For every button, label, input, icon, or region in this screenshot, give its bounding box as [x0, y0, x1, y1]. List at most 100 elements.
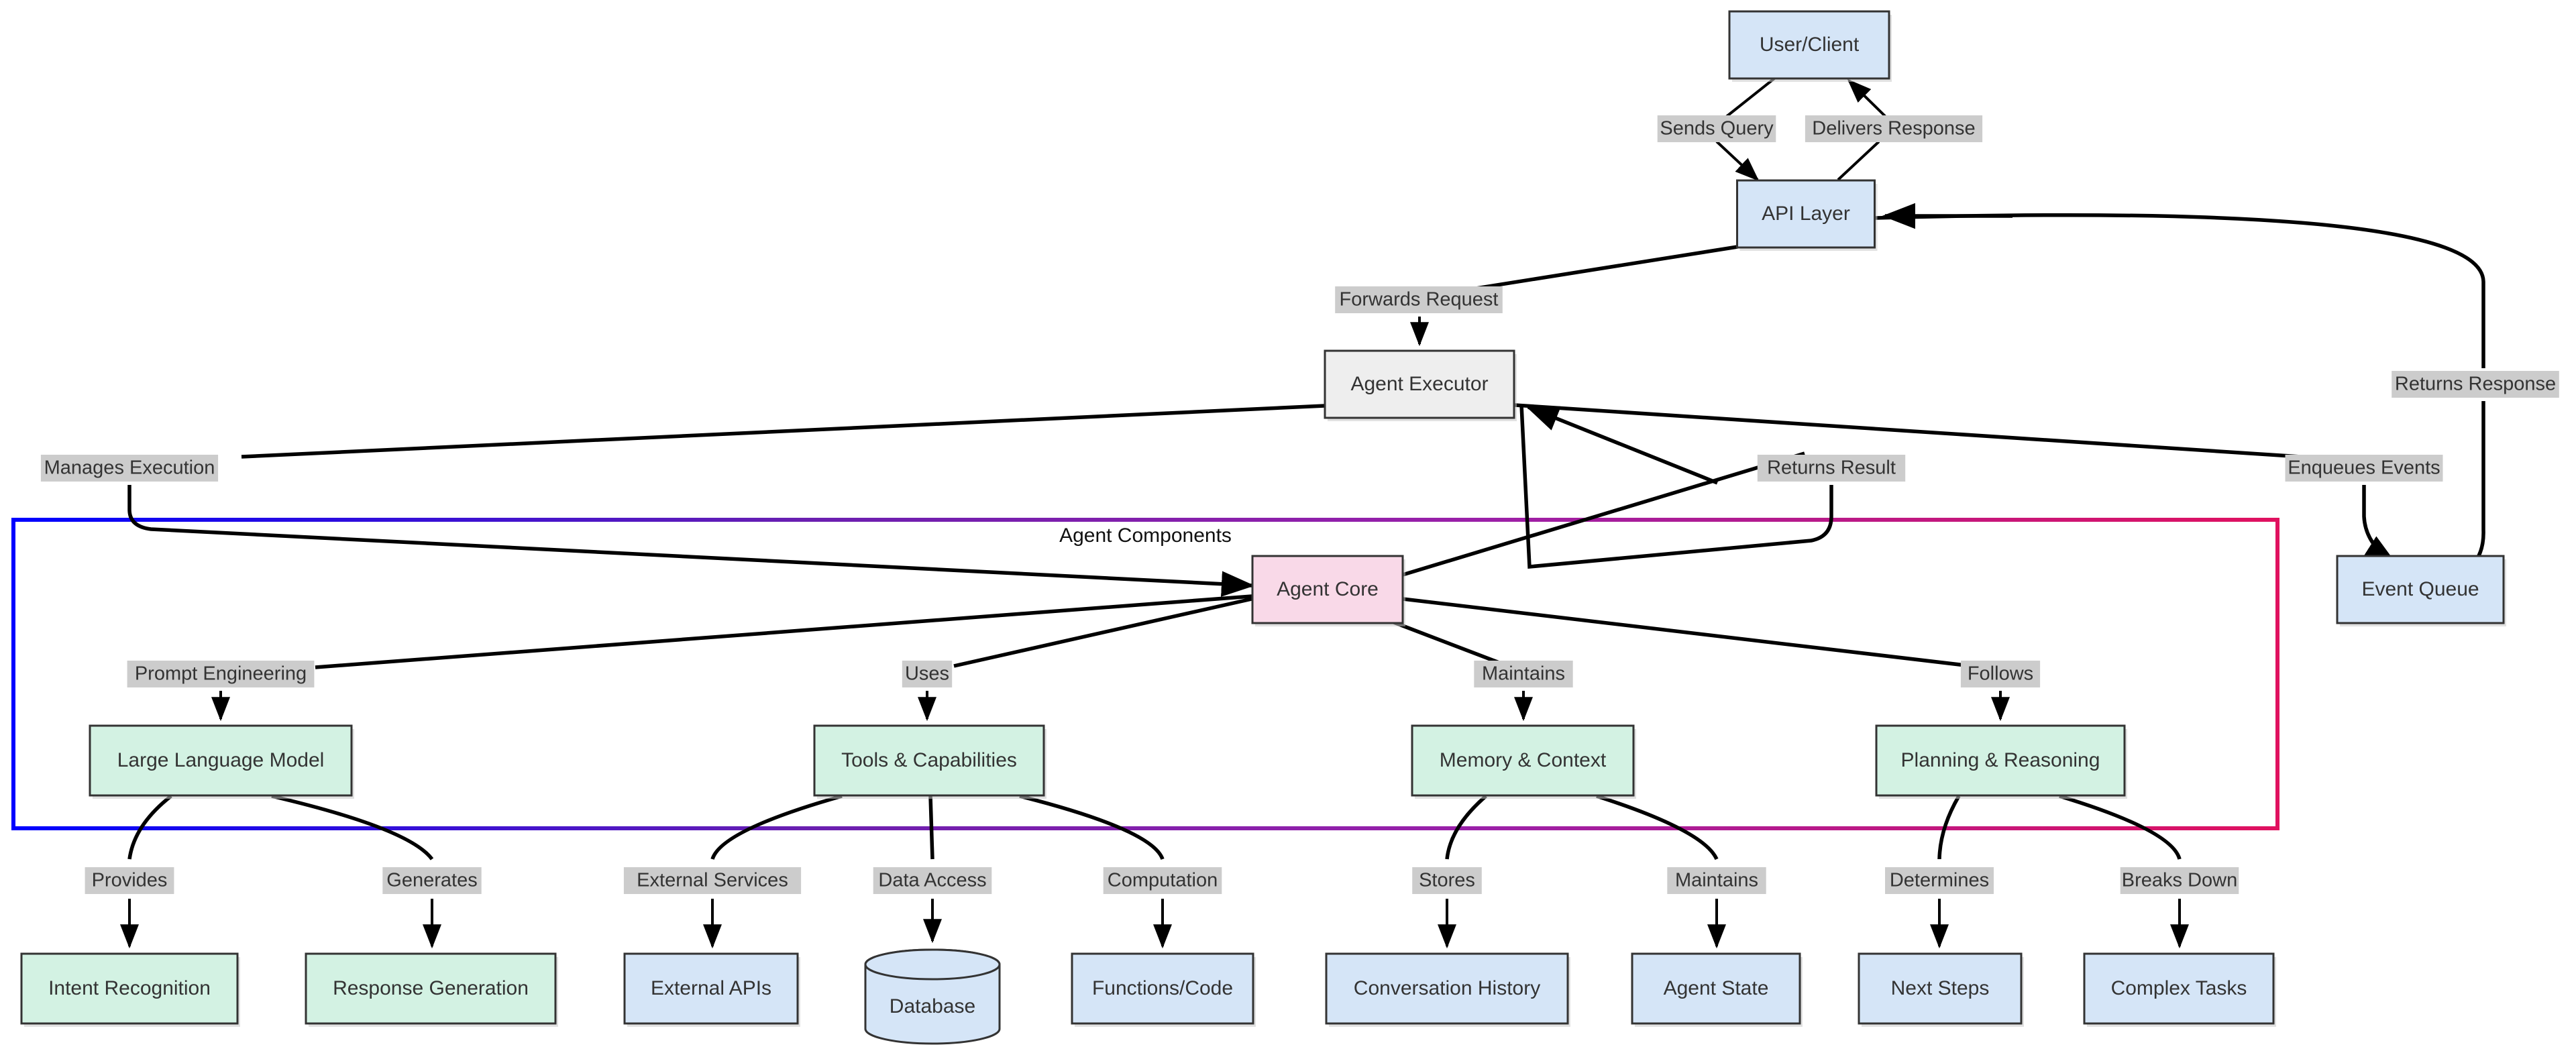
edge-label-core-to-tools: Uses: [902, 661, 953, 687]
edge-executor-to-core-leg2: [127, 485, 1255, 597]
node-nextsteps[interactable]: Next Steps: [1858, 952, 2024, 1027]
edge-tools-to-functions-leg1: [1019, 794, 1165, 860]
edge-core-to-executor-leg2: [1519, 404, 1833, 569]
edge-label-background: [1657, 115, 1776, 142]
node-queue[interactable]: Event Queue: [2336, 555, 2506, 626]
edge-label-executor-to-queue: Enqueues Events: [2285, 455, 2443, 482]
edge-label-background: [2120, 867, 2239, 894]
edge-label-background: [1474, 661, 1573, 687]
edge-label-background: [2392, 371, 2559, 398]
node-complextasks[interactable]: Complex Tasks: [2083, 952, 2276, 1027]
edge-label-tools-to-database: Data Access: [873, 867, 992, 894]
node-box[interactable]: [1858, 952, 2023, 1025]
node-box[interactable]: [813, 724, 1045, 797]
edge-label-core-to-memory: Maintains: [1474, 661, 1573, 687]
edge-tools-to-database-leg1: [928, 795, 934, 860]
edge-label-background: [623, 867, 802, 894]
node-convhistory[interactable]: Conversation History: [1325, 952, 1570, 1027]
edge-label-api-to-executor: Forwards Request: [1335, 286, 1503, 313]
node-box[interactable]: [1325, 952, 1569, 1025]
edge-label-llm-to-respgen: Generates: [382, 867, 482, 894]
database-cylinder-lid: [864, 948, 1001, 981]
node-box[interactable]: [623, 952, 799, 1025]
edge-label-tools-to-extapi: External Services: [623, 867, 802, 894]
edge-label-background: [127, 661, 315, 687]
edge-label-api-to-user: Delivers Response: [1805, 115, 1983, 142]
edge-label-background: [873, 867, 992, 894]
node-extapi[interactable]: External APIs: [623, 952, 800, 1027]
node-intent[interactable]: Intent Recognition: [20, 952, 240, 1027]
edge-label-background: [1960, 661, 2041, 687]
edge-label-user-to-api: Sends Query: [1657, 115, 1776, 142]
node-box[interactable]: [1324, 349, 1515, 419]
node-box[interactable]: [1736, 179, 1876, 249]
edge-planning-to-nextsteps-leg1: [1937, 795, 1961, 860]
edge-core-to-llm-leg1: [315, 594, 1252, 669]
edge-label-background: [902, 661, 953, 687]
edge-llm-to-intent-leg1: [127, 794, 172, 860]
edge-label-background: [85, 867, 174, 894]
edge-executor-to-queue-leg1: [1514, 403, 2302, 459]
edge-core-to-memory-leg1: [1388, 618, 1503, 666]
edge-label-core-to-executor: Returns Result: [1757, 455, 1906, 482]
edge-queue-to-api-leg2: [2451, 401, 2485, 579]
edge-label-background: [1412, 867, 1482, 894]
edge-label-background: [2285, 455, 2443, 482]
edge-label-executor-to-core: Manages Execution: [40, 455, 219, 482]
node-box[interactable]: [1411, 724, 1635, 797]
edge-label-llm-to-intent: Provides: [85, 867, 174, 894]
edge-label-background: [1757, 455, 1906, 482]
node-box[interactable]: [1728, 10, 1890, 80]
node-box[interactable]: [2336, 555, 2505, 624]
edge-label-planning-to-nextsteps: Determines: [1885, 867, 1994, 894]
edge-planning-to-complextasks-leg1: [2059, 794, 2182, 860]
node-core[interactable]: Agent Core: [1251, 555, 1405, 626]
edge-llm-to-respgen-leg1: [271, 794, 434, 860]
edge-label-background: [1103, 867, 1222, 894]
node-executor[interactable]: Agent Executor: [1324, 349, 1517, 421]
node-box[interactable]: [305, 952, 557, 1025]
edge-label-background: [382, 867, 482, 894]
edge-label-memory-to-agentstate: Maintains: [1667, 867, 1766, 894]
node-llm[interactable]: Large Language Model: [89, 724, 354, 799]
cluster-agent-components: Agent Components: [11, 518, 2279, 830]
edge-label-memory-to-convhistory: Stores: [1412, 867, 1482, 894]
node-box[interactable]: [1071, 952, 1254, 1025]
node-box[interactable]: [1875, 724, 2126, 797]
node-planning[interactable]: Planning & Reasoning: [1875, 724, 2127, 799]
edge-core-to-planning-leg1: [1402, 597, 1966, 667]
edge-core-to-executor-leg1: [1402, 451, 1805, 577]
edge-queue-to-api-leg1: [1875, 213, 2485, 368]
edge-memory-to-agentstate-leg1: [1596, 794, 1719, 860]
edge-executor-to-queue-leg2: [2362, 485, 2398, 565]
edge-label-background: [40, 455, 219, 482]
node-api[interactable]: API Layer: [1736, 179, 1878, 251]
node-box[interactable]: [2083, 952, 2275, 1025]
edge-label-queue-to-api: Returns Response: [2392, 371, 2559, 398]
edge-memory-to-convhistory-leg1: [1445, 794, 1487, 860]
node-box[interactable]: [1251, 555, 1404, 624]
node-memory[interactable]: Memory & Context: [1411, 724, 1636, 799]
edge-tools-to-extapi-leg1: [710, 794, 843, 860]
edge-label-background: [1335, 286, 1503, 313]
cluster-border: [11, 518, 2279, 830]
edge-label-background: [1805, 115, 1983, 142]
node-box[interactable]: [1631, 952, 1801, 1025]
edge-label-background: [1885, 867, 1994, 894]
node-database[interactable]: Database: [864, 948, 1001, 1045]
node-box[interactable]: [89, 724, 353, 797]
edge-label-planning-to-complextasks: Breaks Down: [2120, 867, 2239, 894]
edge-label-tools-to-functions: Computation: [1103, 867, 1222, 894]
node-tools[interactable]: Tools & Capabilities: [813, 724, 1046, 799]
cluster-title: Agent Components: [1059, 524, 1232, 547]
node-user[interactable]: User/Client: [1728, 10, 1892, 82]
edge-label-core-to-llm: Prompt Engineering: [127, 661, 315, 687]
node-agentstate[interactable]: Agent State: [1631, 952, 1803, 1027]
node-respgen[interactable]: Response Generation: [305, 952, 558, 1027]
node-functions[interactable]: Functions/Code: [1071, 952, 1256, 1027]
edge-returns-result-arrow: [1525, 405, 1719, 485]
node-box[interactable]: [20, 952, 239, 1025]
